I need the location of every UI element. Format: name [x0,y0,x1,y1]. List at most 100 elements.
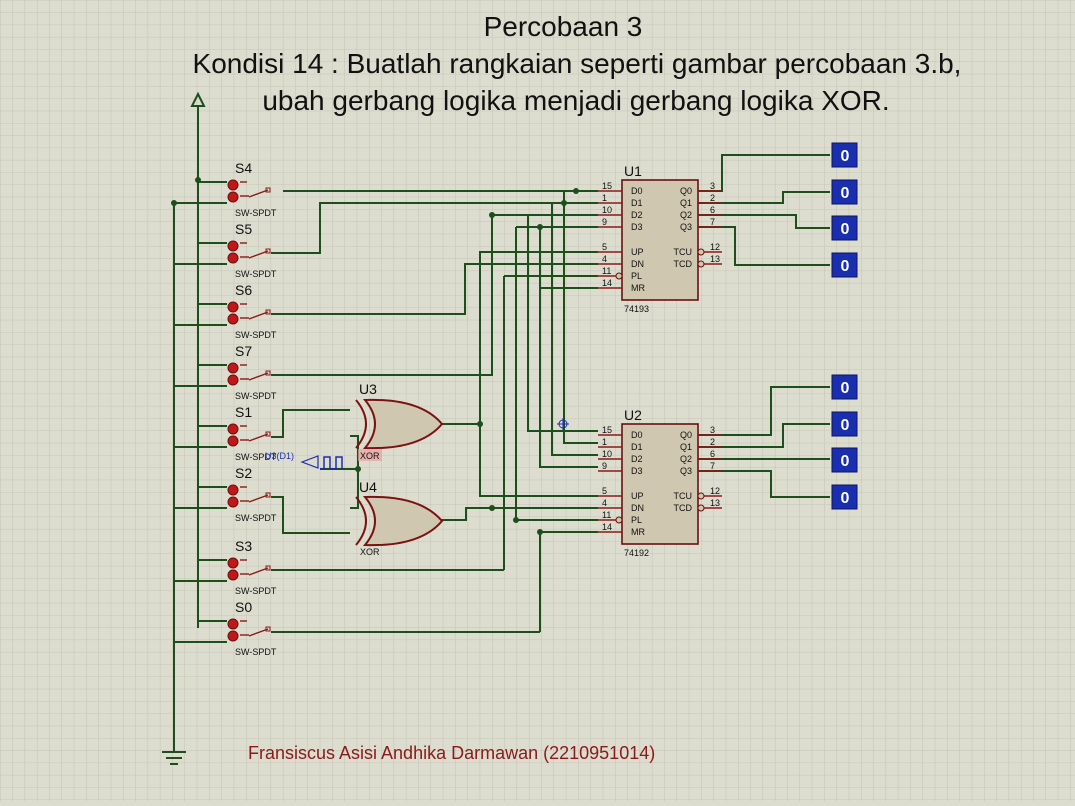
probe-value: 0 [841,417,850,434]
switch-part: SW-SPDT [235,513,277,523]
pin-number: 3 [710,425,715,435]
pin-name: Q0 [680,430,692,440]
pin-name: PL [631,515,642,525]
switch-part: SW-SPDT [235,647,277,657]
pin-name: Q3 [680,466,692,476]
logic-probe[interactable]: 0 [831,215,858,241]
probe-value: 0 [841,185,850,202]
pin-number: 9 [602,217,607,227]
logic-probe[interactable]: 0 [831,447,858,473]
pin-number: 12 [710,242,720,252]
pin-number: 2 [710,437,715,447]
pin-name: D1 [631,198,643,208]
switch-ref: S1 [235,404,252,420]
pin-number: 9 [602,461,607,471]
junction-dots [171,177,579,535]
logic-probe[interactable]: 0 [831,411,858,437]
pin-number: 14 [602,278,612,288]
pin-number: 7 [710,461,715,471]
probe-group: 0 0 0 0 0 0 0 0 [831,142,858,510]
chip-ref: U1 [624,163,642,179]
pin-name: Q2 [680,454,692,464]
title-line-3: ubah gerbang logika menjadi gerbang logi… [262,85,889,116]
switch-ref: S0 [235,599,252,615]
pin-name: TCD [674,503,693,513]
gate-type: XOR [360,451,380,461]
pin-number: 14 [602,522,612,532]
pin-name: D0 [631,430,643,440]
pin-name: D2 [631,454,643,464]
pin-number: 13 [710,498,720,508]
pin-number: 4 [602,498,607,508]
logic-probe[interactable]: 0 [831,179,858,205]
pin-name: DN [631,259,644,269]
pin-name: UP [631,247,644,257]
pin-number: 6 [710,205,715,215]
pin-number: 15 [602,181,612,191]
probe-value: 0 [841,148,850,165]
pin-name: UP [631,491,644,501]
pin-name: D1 [631,442,643,452]
logic-probe[interactable]: 0 [831,142,858,168]
chip-part: 74193 [624,304,649,314]
xor-gate-u4[interactable]: U4 XOR [355,479,444,557]
logic-probe[interactable]: 0 [831,374,858,400]
pin-number: 2 [710,193,715,203]
switch-part: SW-SPDT [235,452,277,462]
pin-number: 1 [602,193,607,203]
crosshair-icon [557,418,569,430]
switch-group: S4SW-SPDTS5SW-SPDTS6SW-SPDTS7SW-SPDTS1SW… [174,160,277,657]
pin-number: 5 [602,242,607,252]
pin-number: 10 [602,205,612,215]
switch-part: SW-SPDT [235,208,277,218]
probe-value: 0 [841,490,850,507]
switch-ref: S7 [235,343,252,359]
pin-number: 6 [710,449,715,459]
pin-number: 11 [602,266,611,276]
pin-name: D3 [631,466,643,476]
switch-part: SW-SPDT [235,586,277,596]
pin-number: 10 [602,449,612,459]
switch-part: SW-SPDT [235,391,277,401]
pin-number: 3 [710,181,715,191]
xor-gate-u3[interactable]: U3 XOR [355,381,444,461]
pin-name: PL [631,271,642,281]
power-terminal[interactable] [190,91,206,628]
chip-part: 74192 [624,548,649,558]
pin-number: 11 [602,510,611,520]
pin-name: MR [631,527,645,537]
pin-number: 12 [710,486,720,496]
clock-generator[interactable]: U3(D1) [265,451,343,470]
probe-value: 0 [841,258,850,275]
title-line-2: Kondisi 14 : Buatlah rangkaian seperti g… [193,48,962,79]
switch-ref: S5 [235,221,252,237]
logic-probe[interactable]: 0 [831,252,858,278]
gate-ref: U3 [359,381,377,397]
logic-probe[interactable]: 0 [831,484,858,510]
switch-ref: S4 [235,160,252,176]
pin-name: D0 [631,186,643,196]
clock-label: U3(D1) [265,451,294,461]
pin-number: 7 [710,217,715,227]
switch-part: SW-SPDT [235,269,277,279]
ground-terminal[interactable] [162,203,186,765]
probe-value: 0 [841,453,850,470]
gate-type: XOR [360,547,380,557]
pin-number: 5 [602,486,607,496]
switch-ref: S6 [235,282,252,298]
pin-name: D2 [631,210,643,220]
pin-number: 4 [602,254,607,264]
